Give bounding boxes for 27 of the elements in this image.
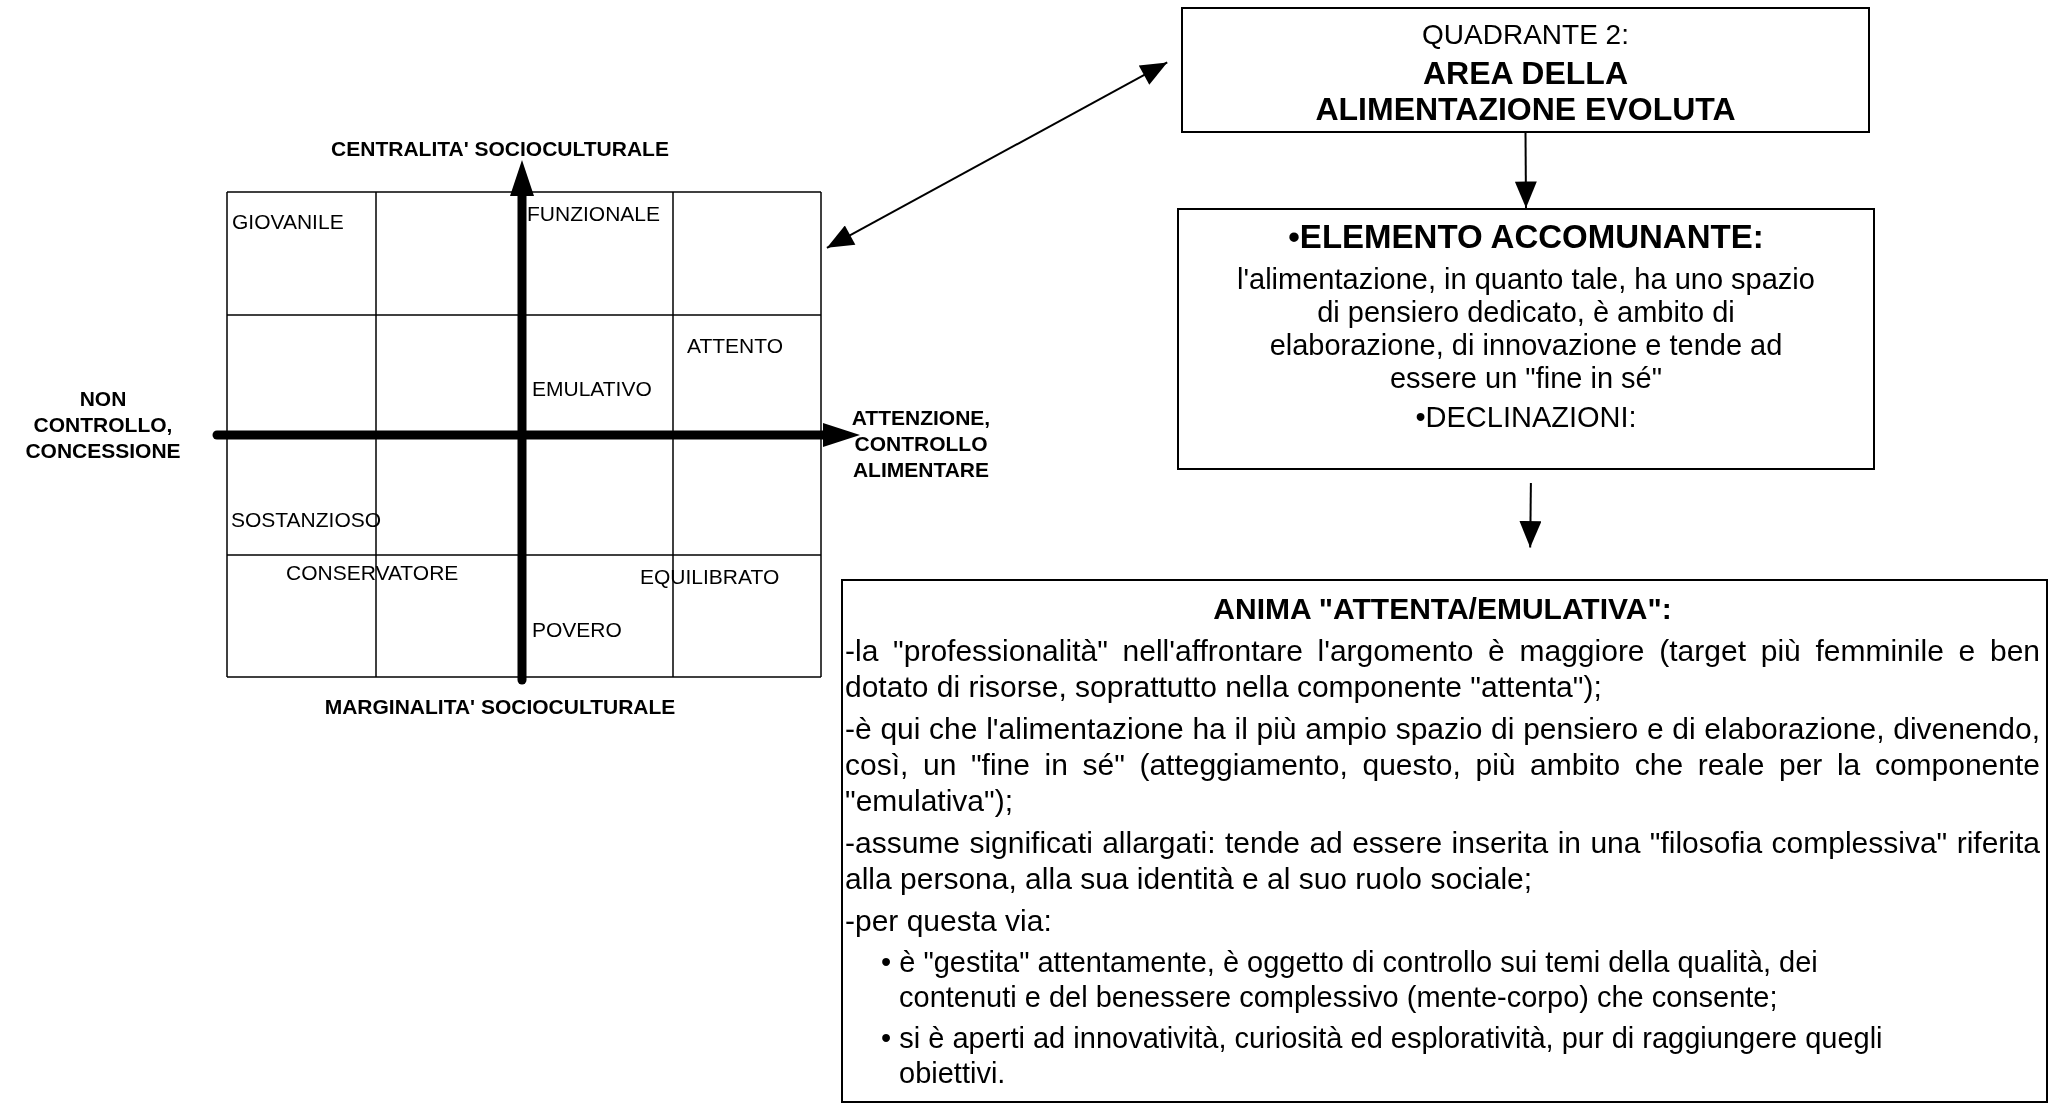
paragraph: -assume significati allargati: tende ad essere inserita in una "filosofia complessiva" riferita alla persona, alla sua identità e al suo ruolo sociale;	[845, 825, 2040, 897]
quadrant-label: EMULATIVO	[532, 377, 652, 401]
title-box	[1181, 7, 1870, 133]
description-box	[841, 579, 2048, 1103]
content-box	[1177, 208, 1875, 470]
section-heading: •DECLINAZIONI:	[1414, 401, 1638, 434]
quadrant-number: QUADRANTE 2:	[1421, 19, 1630, 51]
bullet-item: • si è aperti ad innovatività, curiosità ed esploratività, pur di raggiungere quegli obiettivi.	[881, 1021, 1884, 1091]
quadrant-label: ATTENTO	[687, 334, 784, 358]
section-heading: ANIMA "ATTENTA/EMULATIVA":	[1212, 591, 1673, 627]
axis-title: NON CONTROLLO, CONCESSIONE	[24, 386, 182, 464]
double-arrow	[825, 61, 1169, 249]
quadrant-label: GIOVANILE	[232, 210, 344, 234]
arrow	[1514, 132, 1537, 209]
paragraph: -la "professionalità" nell'affrontare l'argomento è maggiore (target più femminile e ben dotato di risorse, soprattutto nella componente "attenta");	[845, 633, 2040, 705]
paragraph: -per questa via:	[845, 903, 1053, 939]
quadrant-label: FUNZIONALE	[527, 202, 660, 226]
paragraph: -è qui che l'alimentazione ha il più ampio spazio di pensiero e di elaborazione, divenendo, così, un "fine in sé" (atteggiamento, questo, più ambito che reale per la componente "emulativa");	[845, 711, 2040, 819]
axis-title: CENTRALITA' SOCIOCULTURALE	[330, 136, 670, 162]
area-title: AREA DELLA ALIMENTAZIONE EVOLUTA	[1314, 55, 1737, 127]
axis-title: ATTENZIONE, CONTROLLO ALIMENTARE	[850, 405, 992, 483]
section-heading: •ELEMENTO ACCOMUNANTE:	[1287, 218, 1765, 255]
bullet-item: • è "gestita" attentamente, è oggetto di controllo sui temi della qualità, dei contenuti e del benessere complessivo (mente-corpo) che consente;	[881, 945, 1819, 1015]
quadrant-label: POVERO	[532, 618, 622, 642]
arrow	[1519, 482, 1542, 549]
axis-title: MARGINALITA' SOCIOCULTURALE	[323, 694, 677, 720]
description-text: l'alimentazione, in quanto tale, ha uno spazio di pensiero dedicato, è ambito di elaborazione, di innovazione e tende ad essere un "fine in sé"	[1236, 263, 1816, 395]
